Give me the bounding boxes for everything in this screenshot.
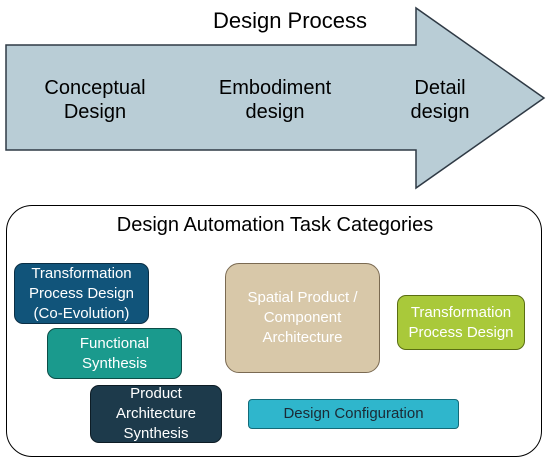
category-label-line: Transformation — [31, 264, 132, 282]
category-label-line: (Co-Evolution) — [33, 304, 130, 322]
category-functional-synthesis: Functional Synthesis — [47, 328, 182, 379]
stage-label-line: Embodiment — [218, 77, 332, 99]
category-label-line: Synthesis — [123, 425, 189, 442]
stage-label-line: Detail — [414, 77, 466, 99]
panel-title: Design Automation Task Categories — [116, 214, 434, 236]
category-label-line: Architecture — [115, 405, 197, 422]
category-label-line: Transformation — [410, 303, 512, 321]
category-label-line: Product — [130, 385, 182, 402]
design-process-arrow — [5, 6, 546, 190]
category-label-line: Component — [263, 309, 342, 326]
stage-label-line: Conceptual — [44, 77, 146, 99]
stage-detail-design: Detail design — [385, 76, 495, 124]
category-product-architecture-synthesis: Product Architecture Synthesis — [90, 385, 222, 443]
stage-conceptual-design: Conceptual Design — [20, 76, 170, 124]
stage-label-line: Design — [63, 101, 127, 123]
category-design-configuration: Design Configuration — [248, 399, 459, 429]
arrow-shape — [5, 6, 546, 190]
stage-embodiment-design: Embodiment design — [200, 76, 350, 124]
category-spatial-product-component-architecture: Spatial Product / Component Architecture — [225, 263, 380, 373]
category-label-line: Process Design — [408, 323, 514, 341]
category-label-line: Spatial Product / — [247, 289, 358, 306]
category-label-line: Synthesis — [81, 354, 148, 372]
category-label-line: Design Configuration — [283, 405, 424, 422]
arrow-title: Design Process — [212, 8, 368, 33]
stage-label-line: design — [245, 101, 305, 123]
category-label-line: Functional — [79, 334, 150, 352]
category-transformation-process-design-coevolution: Transformation Process Design (Co-Evolut… — [14, 263, 149, 324]
category-transformation-process-design: Transformation Process Design — [397, 295, 525, 350]
category-label-line: Architecture — [262, 329, 343, 346]
stage-label-line: design — [410, 101, 470, 123]
category-label-line: Process Design — [28, 284, 135, 302]
